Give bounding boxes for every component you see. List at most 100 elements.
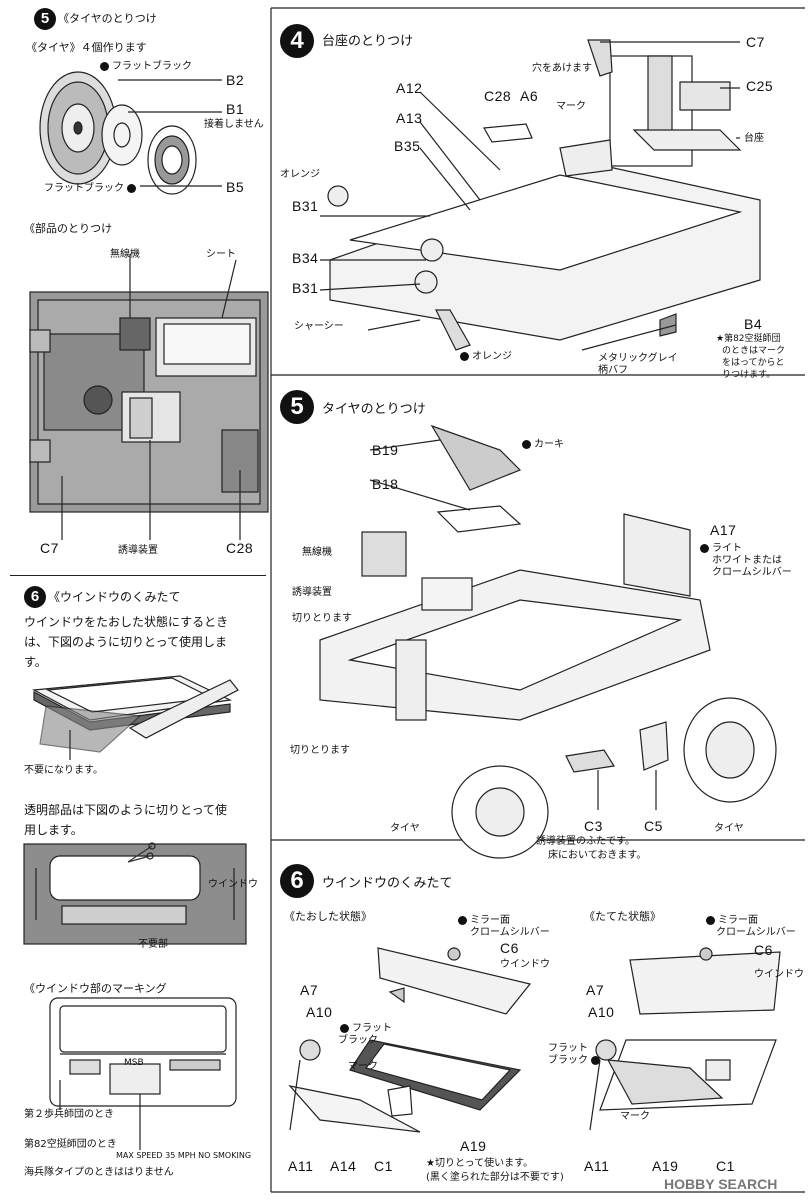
flat-2b-text: ブラック — [548, 1055, 588, 1066]
label-chassis: シャーシー — [294, 321, 344, 332]
part-code-a10-b: A10 — [588, 1004, 615, 1020]
paint-dot-icon — [127, 183, 136, 193]
label-orange-1: オレンジ — [280, 169, 320, 180]
step-5-number: 5 — [280, 390, 314, 424]
part-code-a12: A12 — [396, 80, 423, 96]
marking-title: 《ウインドウ部のマーキング — [24, 982, 167, 995]
label-guidance-5: 誘導装置 — [292, 587, 332, 598]
orange-2-text: オレンジ — [472, 351, 512, 362]
label-light-3: クロームシルバー — [712, 567, 792, 578]
part-code-a13: A13 — [396, 110, 423, 126]
paint-dot-icon — [700, 543, 709, 553]
paint-dot-icon — [591, 1055, 600, 1065]
paint-dot-icon — [340, 1023, 349, 1033]
light-1-text: ライト — [712, 543, 742, 554]
label-light-2: ホワイトまたは — [712, 555, 782, 566]
part-code-c6-a: C6 — [500, 940, 519, 956]
khaki-text: カーキ — [534, 439, 564, 450]
part-code-c1-a: C1 — [374, 1158, 393, 1174]
part-code-a10-a: A10 — [306, 1004, 333, 1020]
part-code-b4: B4 — [744, 316, 763, 332]
part-code-a19-b: A19 — [652, 1158, 679, 1174]
paint-dot-icon — [100, 61, 109, 71]
label-khaki: カーキ — [522, 438, 564, 451]
part-code-b31-a: B31 — [292, 198, 319, 214]
part-code-b31-b: B31 — [292, 280, 319, 296]
flat-1a-text: フラット — [352, 1023, 392, 1034]
label-mirror-2b: クロームシルバー — [716, 927, 796, 938]
step-6-left-text-2: は、下図のように切りとって使用しま — [24, 635, 228, 649]
part-code-a7-a: A7 — [300, 982, 319, 998]
mirror-1a-text: ミラー面 — [470, 915, 510, 926]
label-window-left: ウインドウ — [208, 879, 258, 890]
part-code-c5: C5 — [644, 818, 663, 834]
paint-dot-icon — [706, 915, 715, 925]
b4-note-line-2: のときはマーク — [722, 346, 786, 356]
cut-note-2: (黒く塗られた部分は不要です) — [426, 1172, 564, 1183]
paint-dot-icon — [458, 915, 467, 925]
step-6-left-title: 《ウインドウのくみたて — [48, 590, 181, 604]
watermark: HOBBY SEARCH — [664, 1176, 778, 1192]
part-code-a17: A17 — [710, 522, 737, 538]
step-6-title: ウインドウのくみたて — [322, 876, 453, 891]
label-light-1: ライト — [700, 542, 742, 555]
step-6-left-text-1: ウインドウをたおした状態にするとき — [24, 615, 229, 629]
paint-dot-icon — [460, 351, 469, 361]
flat-black-bottom-text: フラットブラック — [44, 183, 124, 194]
cover-note-1: 誘導装置のふたです。 — [536, 836, 635, 847]
label-mark-4: マーク — [556, 101, 586, 112]
label-flat-black-top: フラットブラック — [100, 60, 192, 73]
part-code-b1: B1 — [226, 101, 245, 117]
label-flat-1b: ブラック — [338, 1035, 378, 1046]
label-window-6a: ウインドウ — [500, 959, 550, 970]
flat-black-top-text: フラットブラック — [112, 61, 192, 72]
label-unneeded-1: 不要になります。 — [24, 765, 103, 776]
label-flat-2a: フラット — [548, 1043, 588, 1054]
label-tire-2: タイヤ — [714, 823, 744, 834]
cover-note-2: 床においておきます。 — [548, 850, 647, 861]
step-4-number: 4 — [280, 24, 314, 58]
b4-note-line-3: をはってからと — [722, 358, 785, 368]
section-divider — [10, 575, 266, 576]
label-radio-5: 無線機 — [302, 547, 332, 558]
part-code-a11-a: A11 — [288, 1158, 314, 1174]
step-5-left-number: 5 — [34, 8, 56, 30]
part-code-b35: B35 — [394, 138, 421, 154]
parts-attach-title: 《部品のとりつけ — [24, 222, 113, 235]
label-mark-6a: マーク — [348, 1061, 378, 1072]
label-window-6b: ウインドウ — [754, 969, 804, 980]
step-5-left-title: 《タイヤのとりつけ — [58, 12, 157, 25]
marking-speed: MAX SPEED 35 MPH NO SMOKING — [116, 1151, 252, 1160]
label-mirror-1b: クロームシルバー — [470, 927, 550, 938]
label-mirror-1a: ミラー面 — [458, 914, 510, 927]
step-6-left-text-3: す。 — [24, 655, 47, 669]
label-drill-hole: 穴をあけます — [532, 63, 592, 74]
part-code-c7-left: C7 — [40, 540, 59, 556]
marking-note-2: 第82空挺師団のとき — [24, 1139, 117, 1150]
step-6-number: 6 — [280, 864, 314, 898]
label-base: 台座 — [744, 133, 764, 144]
paint-dot-icon — [522, 439, 531, 449]
part-code-a14: A14 — [330, 1158, 357, 1174]
part-code-c28-left: C28 — [226, 540, 254, 556]
clear-parts-text-2: 用します。 — [24, 823, 83, 837]
label-metallic-1: メタリックグレイ — [598, 353, 678, 364]
label-guidance-left: 誘導装置 — [118, 545, 158, 556]
mirror-2a-text: ミラー面 — [718, 915, 758, 926]
step-4-title: 台座のとりつけ — [322, 34, 414, 49]
part-code-a11-b: A11 — [584, 1158, 610, 1174]
part-code-a7-b: A7 — [586, 982, 605, 998]
marking-note-1: 第２歩兵師団のとき — [24, 1109, 114, 1120]
part-code-b2: B2 — [226, 72, 245, 88]
part-code-b34: B34 — [292, 250, 319, 266]
part-code-c25: C25 — [746, 78, 774, 94]
label-mirror-2a: ミラー面 — [706, 914, 758, 927]
marking-msb: MSB — [124, 1058, 144, 1068]
step-5-left-subtitle: 《タイヤ》４個作ります — [26, 41, 147, 54]
part-code-a6: A6 — [520, 88, 539, 104]
label-flat-1a: フラット — [340, 1022, 392, 1035]
label-seat: シート — [206, 249, 236, 260]
part-code-b5: B5 — [226, 179, 245, 195]
part-code-c28: C28 — [484, 88, 512, 104]
